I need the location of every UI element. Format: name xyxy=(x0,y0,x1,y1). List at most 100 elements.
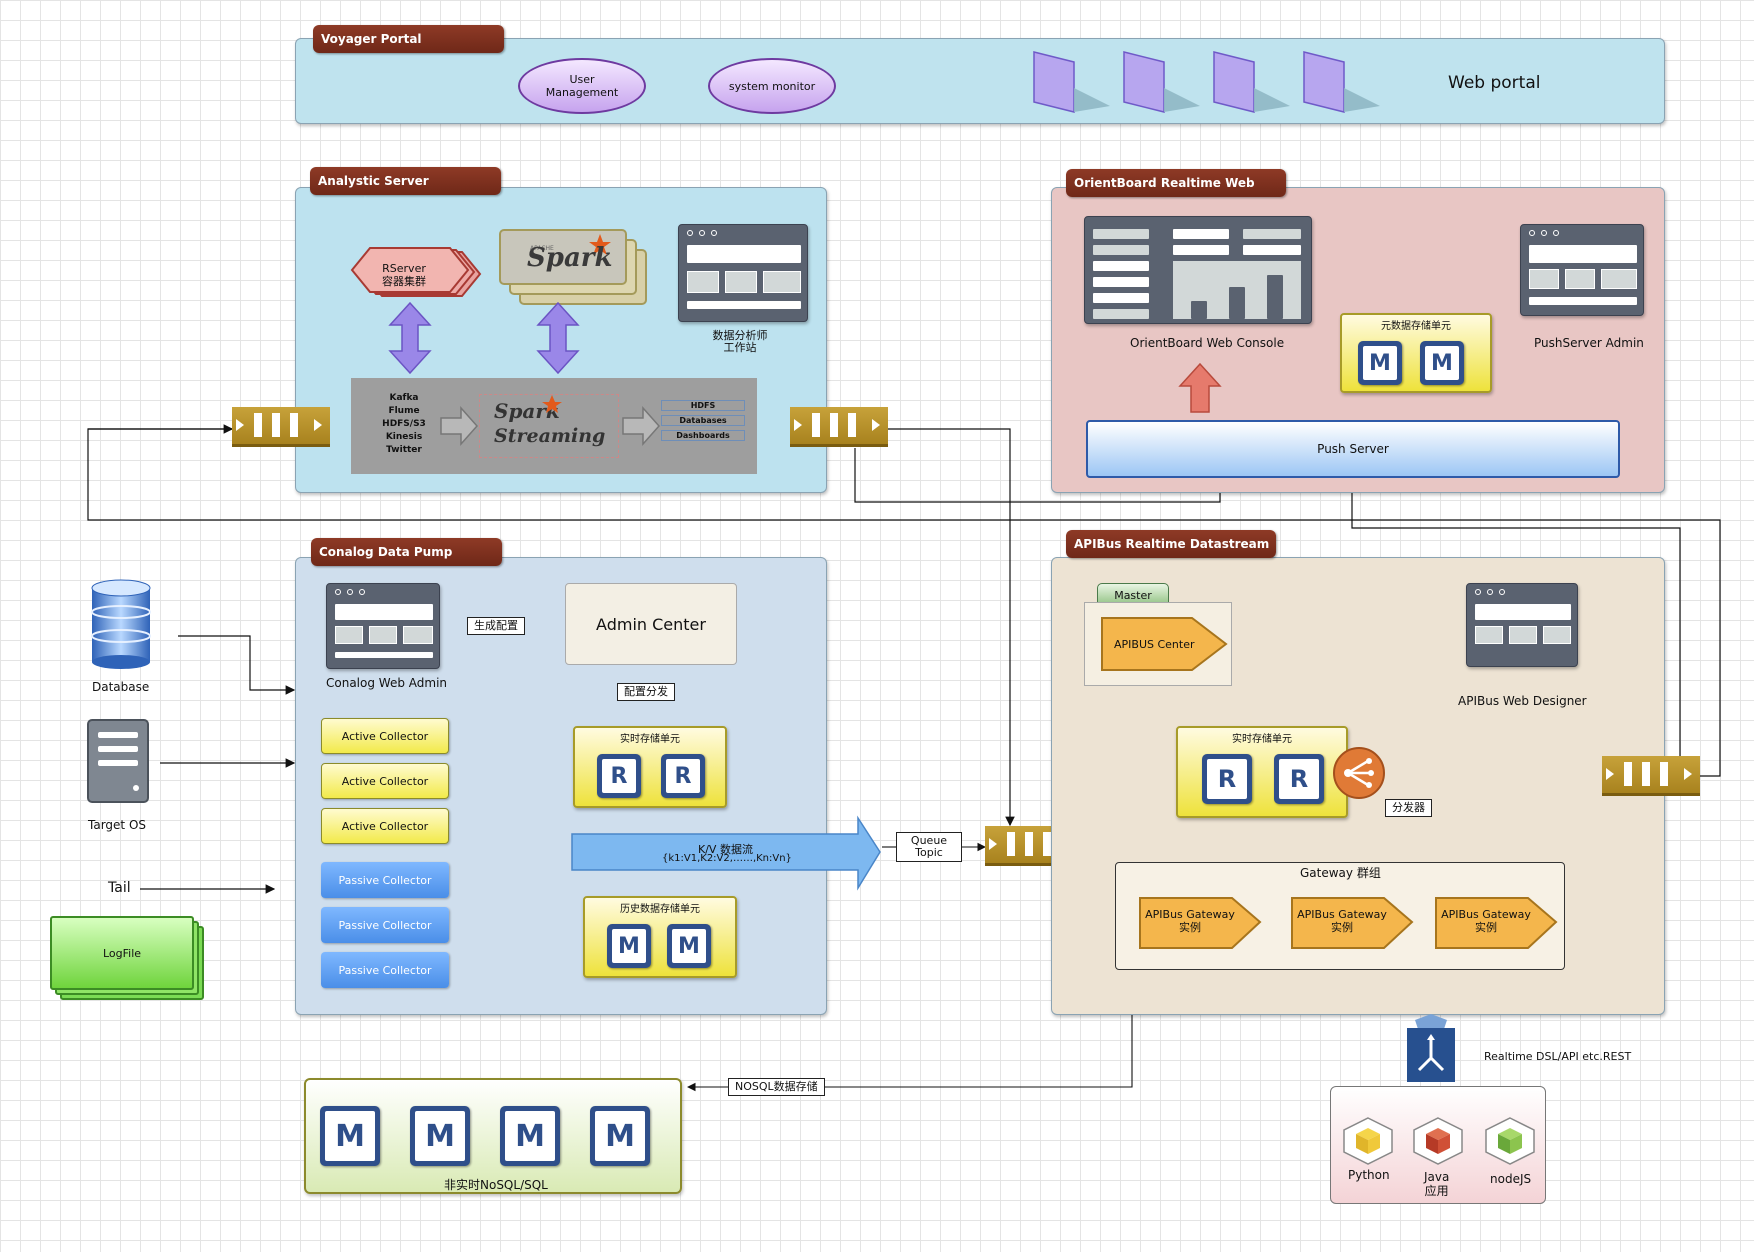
java-label: Java 应用 xyxy=(1424,1170,1450,1198)
push-server-box[interactable]: Push Server xyxy=(1086,420,1620,478)
analyst-workstation-label: 数据分析师 工作站 xyxy=(712,329,768,354)
apibus-center-shape[interactable] xyxy=(1100,616,1230,672)
logfile-label: LogFile xyxy=(102,946,142,960)
orientboard-console-window[interactable] xyxy=(1084,216,1312,324)
apibus-gateway-2[interactable]: APIBus Gateway 实例 xyxy=(1297,908,1387,934)
history-storage-unit: 历史数据存储单元 M M xyxy=(583,896,737,978)
config-dist-label: 配置分发 xyxy=(617,683,675,701)
push-up-arrow xyxy=(1178,362,1222,413)
stream-sources-list: Kafka Flume HDFS/S3 Kinesis Twitter xyxy=(373,392,435,457)
source-item: Kinesis xyxy=(385,432,423,442)
active-collector-3[interactable]: Active Collector xyxy=(321,808,449,844)
link-analytic-to-queue xyxy=(888,428,1015,827)
nosql-store-label: NOSQL数据存储 xyxy=(728,1078,825,1096)
conalog-realtime-storage: 实时存储单元 R R xyxy=(573,726,727,808)
admin-center-label: Admin Center xyxy=(596,614,706,634)
tail-label: Tail xyxy=(108,880,131,896)
pushserver-admin-label: PushServer Admin xyxy=(1534,336,1644,350)
source-item: Twitter xyxy=(386,445,422,455)
push-server-label: Push Server xyxy=(1317,442,1389,456)
apibus-realtime-storage-label: 实时存储单元 xyxy=(1232,734,1292,745)
system-monitor-ellipse[interactable]: system monitor xyxy=(708,58,836,114)
meta-storage-label: 元数据存储单元 xyxy=(1381,321,1451,332)
active-collector-2[interactable]: Active Collector xyxy=(321,763,449,799)
spark-logo-small: APACHE xyxy=(530,245,554,252)
web-portal-screens-icon xyxy=(1033,51,1381,113)
conalog-title: Conalog Data Pump xyxy=(311,538,502,566)
distributor-label: 分发器 xyxy=(1385,799,1432,817)
stream-in-arrow xyxy=(440,406,479,446)
analytic-queue-left xyxy=(232,407,330,447)
pushserver-admin-window[interactable] xyxy=(1520,224,1644,316)
rserver-cluster-icon xyxy=(350,247,482,297)
master-label: Master xyxy=(1114,588,1152,602)
memory-chip-icon: M xyxy=(410,1106,470,1166)
analyst-workstation-window[interactable] xyxy=(678,224,808,322)
target-os-label: Target OS xyxy=(88,818,147,832)
queue-topic-label: Queue Topic xyxy=(910,834,948,859)
spark-streaming-logo: Spark Streaming xyxy=(479,394,619,458)
apibus-gateway-1[interactable]: APIBus Gateway 实例 xyxy=(1145,908,1235,934)
redis-chip-icon: R xyxy=(661,754,705,798)
java-cube-icon xyxy=(1413,1117,1463,1165)
memory-chip-icon: M xyxy=(1420,341,1464,385)
apibus-gateway-3[interactable]: APIBus Gateway 实例 xyxy=(1441,908,1531,934)
gen-config-label: 生成配置 xyxy=(467,617,525,635)
passive-collector-3[interactable]: Passive Collector xyxy=(321,952,449,988)
distributor-icon[interactable] xyxy=(1332,746,1386,800)
nodejs-label: nodeJS xyxy=(1490,1172,1532,1186)
database-label: Database xyxy=(92,680,150,694)
rest-api-label: Realtime DSL/API etc.REST xyxy=(1484,1050,1632,1063)
python-label: Python xyxy=(1348,1168,1390,1182)
kv-stream-title: K/V 数据流 xyxy=(698,843,753,856)
passive-collector-2[interactable]: Passive Collector xyxy=(321,907,449,943)
memory-chip-icon: M xyxy=(500,1106,560,1166)
spark-streaming-diagram: Kafka Flume HDFS/S3 Kinesis Twitter Spar… xyxy=(351,378,757,474)
python-cube-icon xyxy=(1343,1117,1393,1165)
redis-chip-icon: R xyxy=(597,754,641,798)
orientboard-title: OrientBoard Realtime Web xyxy=(1066,169,1286,197)
streaming-word-2: Streaming xyxy=(494,425,606,447)
apibus-outbound-queue xyxy=(1602,756,1700,796)
conalog-web-admin-label: Conalog Web Admin xyxy=(326,676,448,690)
link-database xyxy=(178,635,296,695)
source-item: Flume xyxy=(388,406,420,416)
conalog-web-admin-window[interactable] xyxy=(326,583,440,669)
apibus-title: APIBus Realtime Datastream xyxy=(1066,530,1276,558)
redis-chip-icon: R xyxy=(1202,754,1252,804)
active-collector-1[interactable]: Active Collector xyxy=(321,718,449,754)
spark-stack-icon: APACHE xyxy=(499,229,647,305)
logfile-stack: LogFile xyxy=(50,916,210,1002)
gateway-shapes xyxy=(1139,897,1558,949)
logfile-box[interactable]: LogFile xyxy=(50,916,194,990)
redis-chip-icon: R xyxy=(1274,754,1324,804)
passive-collector-1[interactable]: Passive Collector xyxy=(321,862,449,898)
kv-stream-value: {k1:V1,K2:V2,……,Kn:Vn} xyxy=(662,853,792,864)
memory-chip-icon: M xyxy=(320,1106,380,1166)
meta-storage-unit: 元数据存储单元 M M xyxy=(1340,313,1492,393)
sink-item: Dashboards xyxy=(661,430,745,441)
apibus-web-designer-window[interactable] xyxy=(1466,583,1578,667)
spark-logo-label: Spark xyxy=(527,243,613,273)
nodejs-cube-icon xyxy=(1485,1117,1535,1165)
kv-stream-arrow xyxy=(571,815,881,891)
system-monitor-label: system monitor xyxy=(728,79,816,93)
sink-item: HDFS xyxy=(661,400,745,411)
apibus-web-designer-label: APIBus Web Designer xyxy=(1458,694,1587,708)
rest-api-icon xyxy=(1407,1014,1455,1082)
conalog-realtime-storage-label: 实时存储单元 xyxy=(620,734,680,745)
source-item: Kafka xyxy=(389,393,419,403)
admin-center-box[interactable]: Admin Center xyxy=(565,583,737,665)
orientboard-console-label: OrientBoard Web Console xyxy=(1130,336,1285,350)
user-management-ellipse[interactable]: User Management xyxy=(518,58,646,114)
memory-chip-icon: M xyxy=(1358,341,1402,385)
spark-arrow xyxy=(536,301,580,375)
nosql-storage-label: 非实时NoSQL/SQL xyxy=(444,1178,548,1192)
memory-chip-icon: M xyxy=(607,924,651,968)
source-item: HDFS/S3 xyxy=(382,419,426,429)
web-portal-label: Web portal xyxy=(1448,73,1541,93)
voyager-portal-title: Voyager Portal xyxy=(313,25,504,53)
apibus-center-label: APIBUS Center xyxy=(1114,638,1195,651)
analytic-queue-right xyxy=(790,407,888,447)
streaming-star-icon xyxy=(542,395,562,413)
